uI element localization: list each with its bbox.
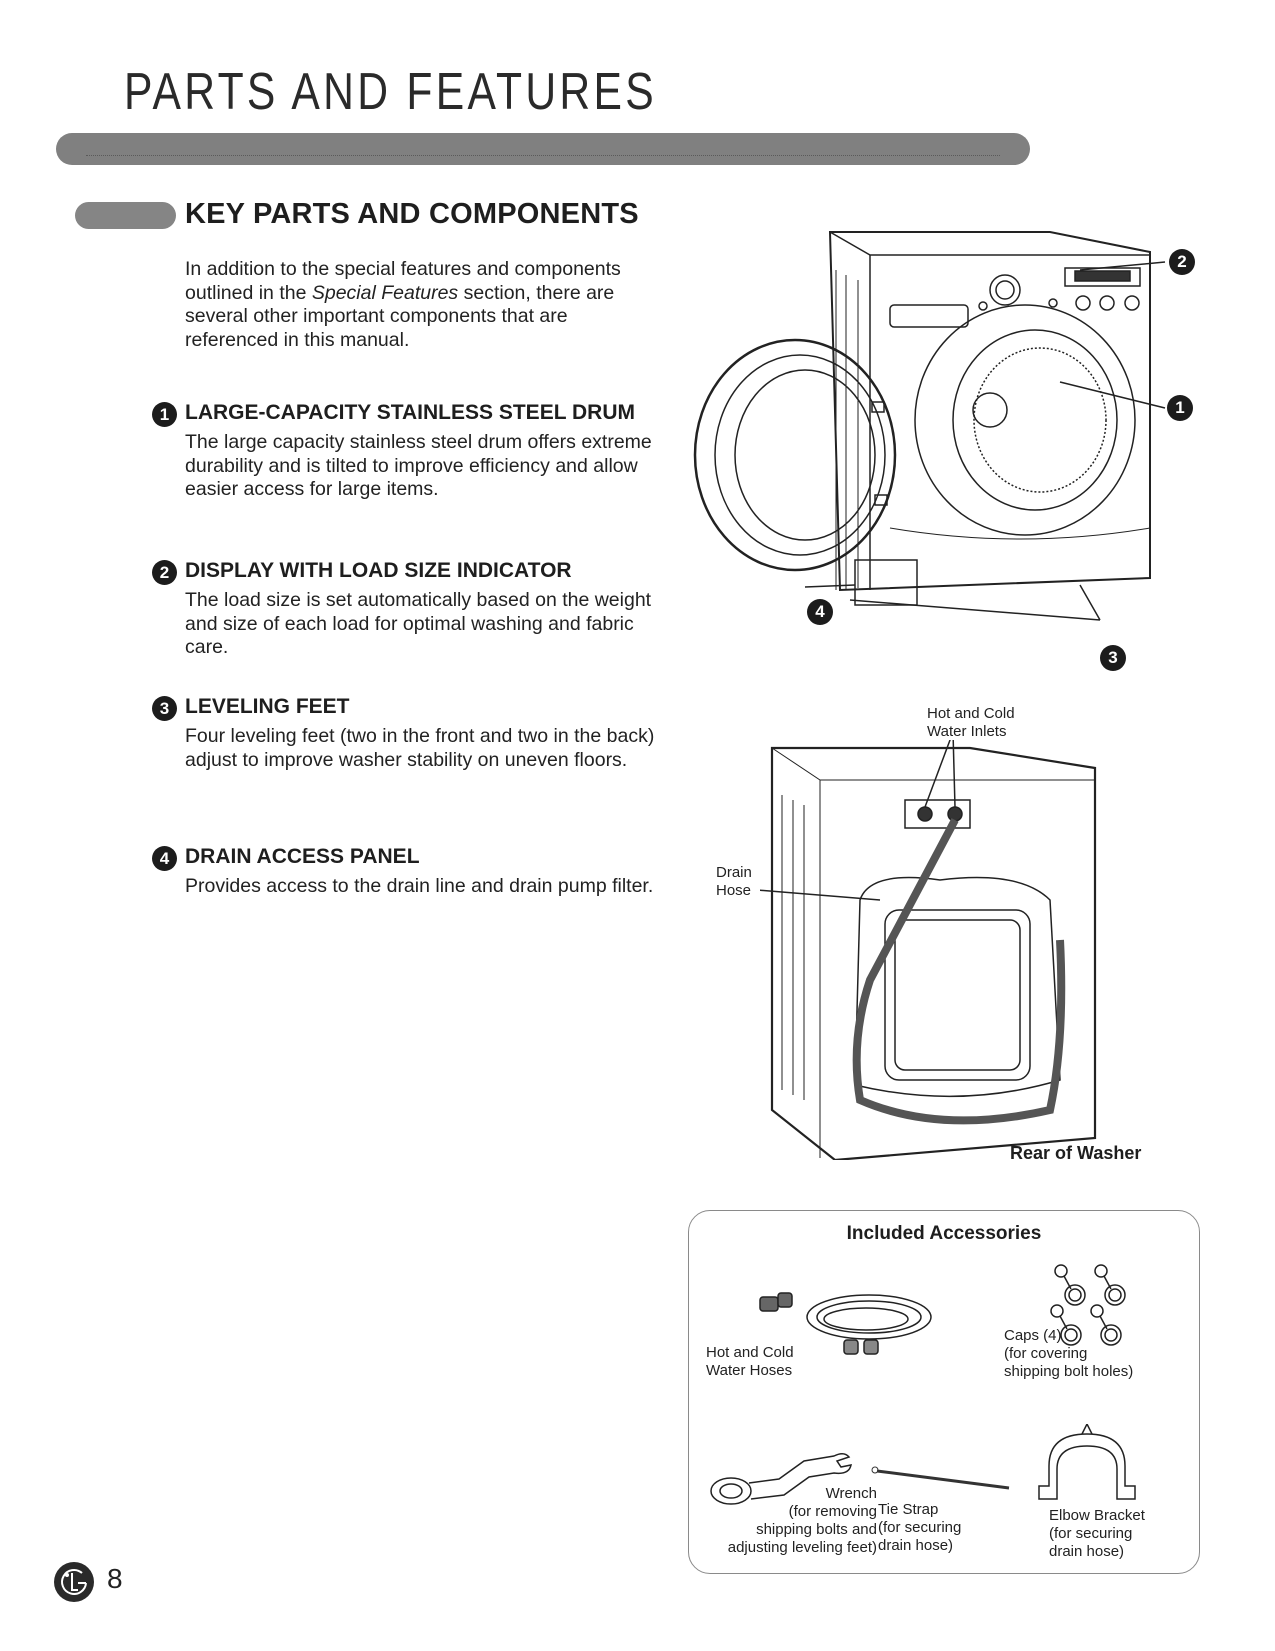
accessory-name: Tie Strap: [878, 1501, 939, 1518]
washer-contour-line: [889, 527, 1151, 540]
feature-description: Four leveling feet (two in the front and…: [185, 725, 655, 771]
intro-paragraph: In addition to the special features and …: [185, 258, 645, 352]
page-number: 8: [107, 1563, 123, 1594]
callout-line-3: [849, 584, 1101, 621]
wrench-icon: [710, 1453, 852, 1505]
feature-description: The large capacity stainless steel drum …: [185, 431, 652, 500]
inlet-pointer-right: [952, 740, 956, 808]
number-badge-4: 4: [152, 846, 177, 871]
accessory-detail: (for removing: [788, 1503, 877, 1520]
feature-title: LEVELING FEET: [185, 695, 350, 718]
drain-hose-label-line2: Hose: [716, 882, 752, 899]
accessory-detail: shipping bolts and: [756, 1521, 877, 1538]
water-hoses-icon: [759, 1292, 932, 1355]
feature-title: LARGE-CAPACITY STAINLESS STEEL DRUM: [185, 401, 635, 424]
accessory-detail: Water Hoses: [706, 1362, 793, 1379]
number-badge-2: 2: [152, 560, 177, 585]
callout-line-4: [804, 584, 856, 588]
drain-hose-pointer: [760, 889, 881, 901]
accessory-detail: (for covering: [1004, 1345, 1088, 1362]
callout-badge-3: 3: [1100, 645, 1126, 671]
drain-hose-label-line1: Drain: [716, 864, 752, 881]
accessory-detail: adjusting leveling feet): [727, 1539, 877, 1556]
callout-line-1: [1059, 381, 1166, 409]
feature-title: DRAIN ACCESS PANEL: [185, 845, 420, 868]
front-washer-illustration: [693, 231, 1166, 621]
section-pill-marker: [75, 202, 176, 229]
page-title: PARTS AND FEATURES: [124, 63, 657, 121]
control-panel: [889, 267, 1141, 328]
number-badge-1: 1: [152, 402, 177, 427]
number-badge-3: 3: [152, 696, 177, 721]
accessory-label-elbow-bracket: Elbow Bracket (for securing drain hose): [1049, 1507, 1145, 1561]
accessory-label-hoses: Hot and Cold Water Hoses: [706, 1344, 794, 1380]
cap: [1094, 1264, 1126, 1306]
accessory-detail: drain hose): [878, 1537, 954, 1554]
rear-cabinet: [770, 746, 1097, 1160]
open-door: [693, 338, 897, 572]
inlets-label-line1: Hot and Cold: [927, 705, 1015, 722]
rear-panel: [854, 876, 1061, 1098]
accessory-name: Caps (4): [1004, 1327, 1062, 1344]
accessory-label-tie-strap: Tie Strap (for securing drain hose): [878, 1501, 961, 1555]
accessory-label-wrench: Wrench (for removing shipping bolts and …: [728, 1485, 877, 1557]
drain-access-panel: [854, 559, 918, 606]
rear-washer-illustration: [760, 740, 1097, 1160]
callout-badge-1: 1: [1167, 395, 1193, 421]
inlets-label: Hot and Cold Water Inlets: [927, 705, 1015, 741]
accessories-title: Included Accessories: [846, 1223, 1042, 1244]
intro-text-1: In addition to the special features and …: [185, 258, 621, 304]
accessory-detail: shipping bolt holes): [1004, 1363, 1134, 1380]
accessory-label-caps: Caps (4) (for covering shipping bolt hol…: [1004, 1327, 1133, 1381]
accessory-detail: drain hose): [1049, 1543, 1125, 1560]
accessory-name: Wrench: [825, 1485, 877, 1502]
cap: [1054, 1264, 1086, 1306]
feature-description: The load size is set automatically based…: [185, 589, 652, 658]
drain-hose: [852, 818, 1066, 1125]
caps-icon: [1050, 1264, 1126, 1346]
tie-strap-icon: [871, 1466, 1010, 1490]
cap: [1050, 1304, 1082, 1346]
feature-description: Provides access to the drain line and dr…: [185, 875, 654, 897]
accessory-name: Elbow Bracket: [1049, 1507, 1145, 1524]
door-opening: [914, 304, 1136, 536]
water-inlets: [904, 799, 971, 829]
intro-link-special-features: Special Features: [311, 281, 459, 304]
section-title: KEY PARTS AND COMPONENTS: [185, 198, 639, 230]
header-bar-dotted-line: [86, 155, 1000, 156]
inlets-label-line2: Water Inlets: [927, 723, 1007, 740]
accessory-detail: (for securing: [1049, 1525, 1133, 1542]
feature-title: DISPLAY WITH LOAD SIZE INDICATOR: [185, 559, 572, 582]
inlet-pointer-left: [924, 740, 951, 808]
callout-badge-4: 4: [807, 599, 833, 625]
drain-hose-label: Drain Hose: [716, 864, 752, 900]
accessory-name: Hot and Cold: [706, 1344, 794, 1361]
callout-line-2: [1079, 261, 1166, 271]
included-accessories-panel: Included Accessories Hot and Cold Water …: [688, 1210, 1200, 1574]
callout-badge-2: 2: [1169, 249, 1195, 275]
lg-logo-icon: [54, 1562, 94, 1602]
rear-washer-caption: Rear of Washer: [1010, 1143, 1142, 1163]
accessory-detail: (for securing: [878, 1519, 962, 1536]
elbow-bracket-icon: [1038, 1424, 1136, 1500]
intro-text-2: section, there are several other importa…: [185, 281, 615, 351]
header-bar: [56, 133, 1030, 165]
cap: [1090, 1304, 1122, 1346]
